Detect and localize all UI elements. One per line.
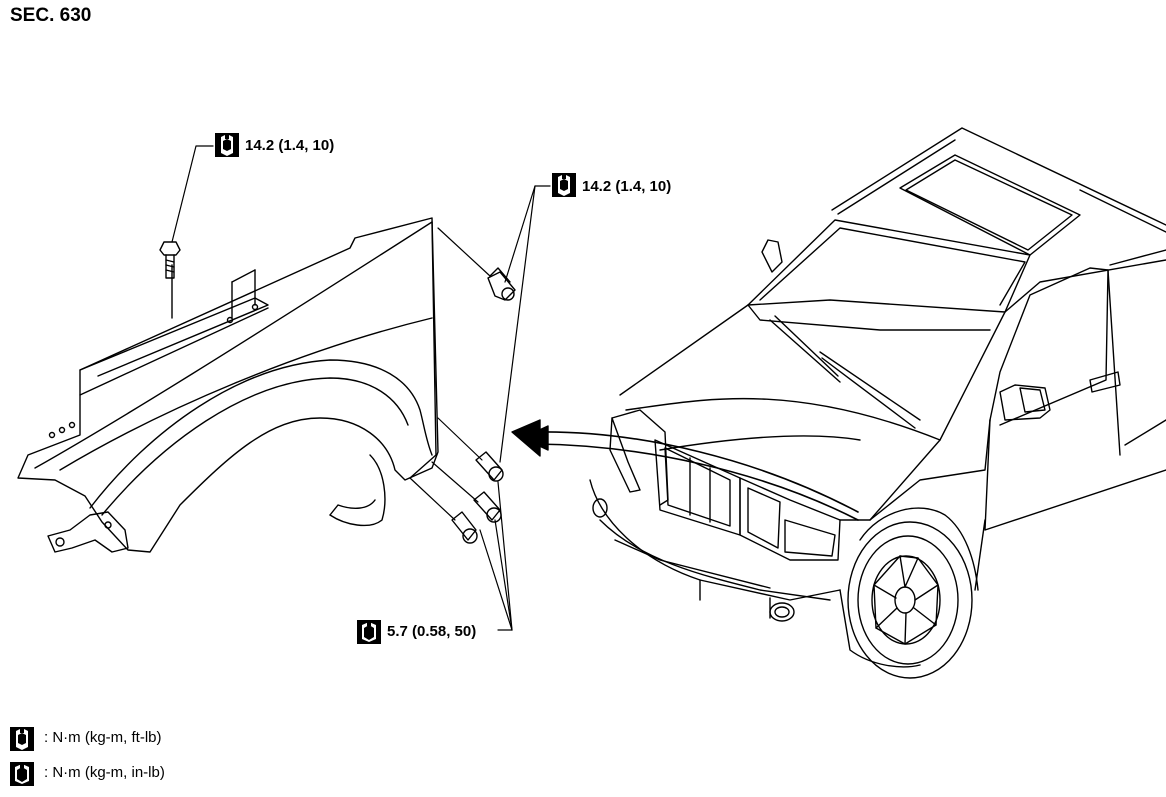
- rear-lower-bolt-1: [473, 491, 502, 523]
- torque-wrench-outline-icon: [552, 173, 576, 197]
- torque-callout-top-right: 14.2 (1.4, 10): [582, 178, 672, 195]
- torque-callout-top-left: 14.2 (1.4, 10): [245, 137, 335, 154]
- section-label: SEC. 630: [10, 5, 92, 26]
- leader-lines: [171, 145, 551, 631]
- torque-wrench-filled-icon: [10, 762, 34, 786]
- rear-upper-bolt: [487, 267, 516, 301]
- torque-wrench-outline-icon: [215, 133, 239, 157]
- torque-wrench-outline-icon: [10, 727, 34, 751]
- legend-item-in-lb: : N·m (kg-m, in-lb): [44, 764, 165, 781]
- direction-arrow: [511, 419, 859, 521]
- front-fender: [17, 217, 439, 553]
- torque-callout-bottom: 5.7 (0.58, 50): [387, 623, 477, 640]
- top-bolt: [159, 241, 181, 279]
- rear-lower-bolt-2: [451, 511, 478, 544]
- torque-wrench-filled-icon: [357, 620, 381, 644]
- vehicle-illustration: [589, 127, 1166, 679]
- rear-middle-bolt: [475, 451, 504, 482]
- legend-item-ft-lb: : N·m (kg-m, ft-lb): [44, 729, 162, 746]
